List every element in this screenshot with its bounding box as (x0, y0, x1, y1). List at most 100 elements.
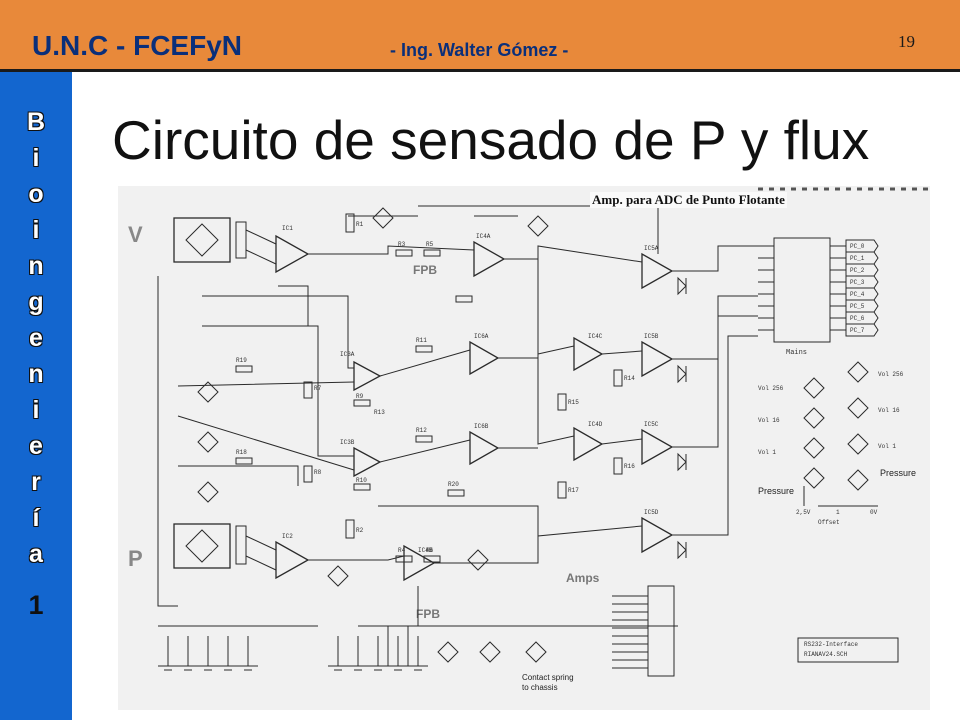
vol-label: Vol 1 (758, 449, 776, 456)
opamp-ic5d (641, 516, 674, 554)
sidebar-letter: e (29, 432, 43, 460)
connector-label: PC_4 (850, 291, 865, 298)
wiring (157, 205, 758, 667)
resistor-label: R12 (416, 427, 427, 434)
connector-label: PC_5 (850, 303, 865, 310)
opamp-label: IC3A (340, 351, 355, 358)
pressure-label: Pressure (880, 468, 916, 478)
opamp-label: IC4B (418, 547, 433, 554)
sidebar-letter: r (31, 468, 41, 496)
resistor-label: R14 (624, 375, 635, 382)
amp-caption: Amp. para ADC de Punto Flotante (590, 192, 787, 208)
sidebar-letter: í (32, 504, 40, 532)
voltage-label: 2,5V (796, 509, 811, 516)
connector-label: PC_1 (850, 255, 865, 262)
connector-label: PC_6 (850, 315, 865, 322)
resistor-label: R19 (236, 357, 247, 364)
opamp-ic5b (641, 340, 674, 378)
vol-label: Vol 256 (758, 385, 784, 392)
sidebar-letter: o (28, 180, 44, 208)
sidebar-letter: n (28, 252, 44, 280)
opamp-label: IC5A (644, 245, 659, 252)
opamp-label: IC1 (282, 225, 293, 232)
pressure-label-2: Pressure (758, 486, 794, 496)
label-fpb-1: FPB (413, 263, 437, 277)
resistor-label: R8 (314, 469, 322, 476)
opamp-ic3b (353, 446, 382, 478)
connector-label: PC_7 (850, 327, 865, 334)
circuit-schematic: V P FPB FPB Amps IC1 IC2 IC3A IC3B IC4A … (118, 186, 930, 710)
resistor-label: R20 (448, 481, 459, 488)
test-points (197, 207, 869, 663)
voltage-label: 1 (836, 509, 840, 516)
opamp-ic5a (641, 252, 674, 290)
bridge-sensor-v (173, 217, 247, 263)
sidebar-number: 1 (28, 590, 44, 620)
resistor-label: R7 (314, 385, 322, 392)
opamp-label: IC5C (644, 421, 659, 428)
resistor-label: R5 (426, 241, 434, 248)
opamp-ic4b (403, 544, 436, 582)
label-v: V (128, 222, 143, 247)
opamp-ic3a (353, 360, 382, 392)
vol-label: Vol 16 (878, 407, 900, 414)
sidebar-letter: e (29, 324, 43, 352)
contact-label: Contact spring (522, 673, 574, 682)
bridge-sensor-p (173, 523, 247, 569)
capacitor-bank (164, 665, 422, 671)
sidebar-letter: i (32, 216, 40, 244)
resistor-label: R15 (568, 399, 579, 406)
label-amps: Amps (566, 571, 600, 585)
org-name: U.N.C - FCEFyN (32, 30, 242, 61)
offset-wiring (803, 486, 878, 507)
resistor-label: R10 (356, 477, 367, 484)
resistor-label: R16 (624, 463, 635, 470)
voltage-label: 0V (870, 509, 878, 516)
connector-label: PC_2 (850, 267, 865, 274)
resistor-label: R6 (426, 547, 434, 554)
opamp-ic4d (573, 426, 604, 462)
zener-diodes (677, 276, 687, 560)
sidebar-letter: a (29, 540, 43, 568)
resistor-label: R1 (356, 221, 364, 228)
opamp-ic1 (275, 234, 310, 274)
resistor-label: R13 (374, 409, 385, 416)
connector-label: PC_0 (850, 243, 865, 250)
resistor-label: R4 (398, 547, 406, 554)
resistor-label: R9 (356, 393, 364, 400)
sidebar-letter: B (26, 108, 46, 136)
opamp-label: IC2 (282, 533, 293, 540)
schematic-drawing: V P FPB FPB Amps IC1 IC2 IC3A IC3B IC4A … (128, 187, 930, 692)
offset-label: Offset (818, 519, 840, 526)
opamp-ic5c (641, 428, 674, 466)
author-name: - Ing. Walter Gómez - (390, 40, 569, 60)
output-connector (758, 237, 879, 343)
opamp-label: IC5D (644, 509, 659, 516)
slide-number: 19 (898, 32, 915, 51)
sidebar-letter: i (32, 144, 40, 172)
resistor-label: R2 (356, 527, 364, 534)
file-label: RIANAV24.SCH (804, 651, 848, 658)
resistors (235, 213, 623, 563)
rs232-label: RS232-Interface (804, 641, 858, 648)
resistor-label: R17 (568, 487, 579, 494)
connector-label: PC_3 (850, 279, 865, 286)
opamp-label: IC4C (588, 333, 603, 340)
contact-label-2: to chassis (522, 683, 558, 692)
label-fpb-2: FPB (416, 607, 440, 621)
opamp-ic4c (573, 336, 604, 372)
header-bar: U.N.C - FCEFyN - Ing. Walter Gómez - 19 (0, 0, 960, 72)
resistor-label: R11 (416, 337, 427, 344)
vol-label: Vol 16 (758, 417, 780, 424)
opamp-ic4a (473, 240, 506, 278)
opamp-label: IC5B (644, 333, 659, 340)
opamp-label: IC3B (340, 439, 355, 446)
sidebar-letter: i (32, 396, 40, 424)
title-block (797, 637, 899, 663)
opamp-label: IC6A (474, 333, 489, 340)
rs232-header (612, 585, 675, 677)
opamp-ic6b (469, 430, 500, 466)
vol-label: Vol 1 (878, 443, 896, 450)
sidebar-letter: g (28, 288, 44, 316)
opamp-ic2 (275, 540, 310, 580)
